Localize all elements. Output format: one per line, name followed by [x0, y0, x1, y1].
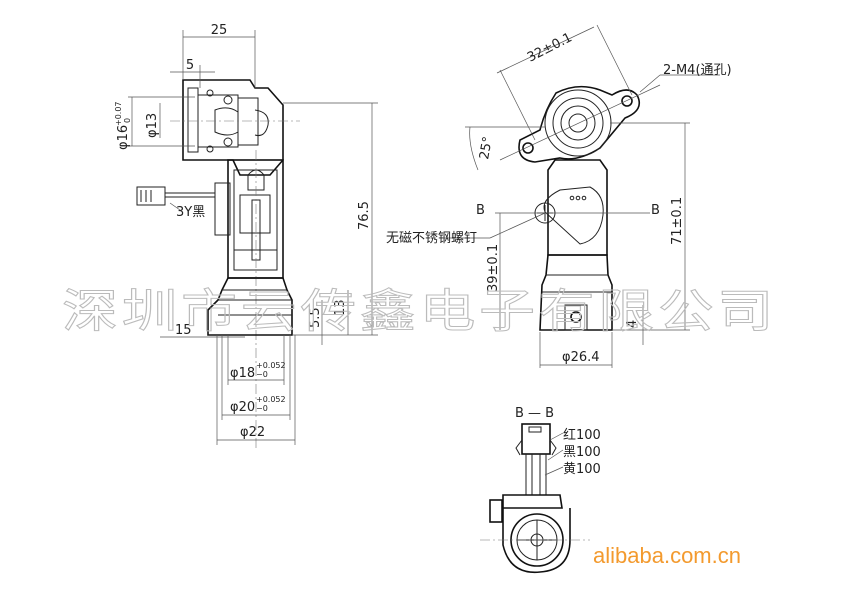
- company-watermark: 深圳市云传鑫电子有限公司: [62, 284, 777, 338]
- mount-hole-icon: [621, 95, 633, 107]
- dim-d18-tol-lower: −0: [256, 370, 268, 379]
- dim-base-height-label: 13: [333, 299, 348, 316]
- alibaba-logo: alibaba.com.cn: [593, 543, 741, 568]
- wire-label: 3Y黑: [176, 205, 205, 220]
- dim-d22-label: φ22: [240, 425, 265, 440]
- wire-red-label: 红100: [563, 427, 601, 443]
- dim-d20-label: φ20: [230, 400, 255, 415]
- wire-connector: [136, 186, 166, 206]
- dim-bore-outer-tol-lower: 0: [123, 118, 132, 123]
- dim-hole-spacing-label: 32±0.1: [525, 30, 575, 65]
- dim-flange-label: 5: [186, 58, 194, 73]
- dim-width-label: 25: [211, 23, 228, 38]
- dim-total-height-label: 71±0.1: [670, 197, 685, 245]
- dim-bore-outer-label: φ16: [116, 125, 131, 150]
- section-mark-right: B: [651, 203, 660, 218]
- front-view: 32±0.1 2-M4(通孔) 25° B B 无磁不锈钢螺钉 39±0.1 7…: [386, 24, 732, 368]
- dim-angle-label: 25°: [477, 135, 496, 160]
- dim-d20-tol-lower: −0: [256, 404, 268, 413]
- hole-note-label: 2-M4(通孔): [663, 63, 732, 78]
- mount-hole-icon: [522, 142, 534, 154]
- dim-bore-inner-label: φ13: [145, 113, 160, 138]
- dim-base-diameter-label: φ26.4: [562, 350, 600, 365]
- dim-d18-label: φ18: [230, 366, 255, 381]
- wire-black-label: 黑100: [563, 445, 601, 460]
- dim-offset-label: 15: [175, 323, 192, 338]
- section-view: B — B 红100 黑100 黄100: [480, 406, 601, 574]
- base-hole-icon: [570, 311, 582, 323]
- side-view: 25 5 φ16 +0.07 0 φ13 3Y黑 76.5 15 5.5 13 …: [114, 23, 378, 450]
- dim-height-label: 76.5: [357, 201, 372, 230]
- dim-d20-tol-upper: +0.052: [256, 395, 286, 404]
- dim-bore-outer-tol-upper: +0.07: [114, 101, 123, 126]
- dim-center-height-label: 39±0.1: [486, 244, 501, 292]
- section-mark-left: B: [476, 203, 485, 218]
- dim-hole-offset-label: 4: [625, 320, 640, 328]
- dim-groove-label: 5.5: [308, 307, 323, 328]
- wire-yellow-label: 黄100: [563, 462, 601, 477]
- screw-note-label: 无磁不锈钢螺钉: [386, 231, 477, 246]
- dim-d18-tol-upper: +0.052: [256, 361, 286, 370]
- section-title: B — B: [515, 406, 554, 421]
